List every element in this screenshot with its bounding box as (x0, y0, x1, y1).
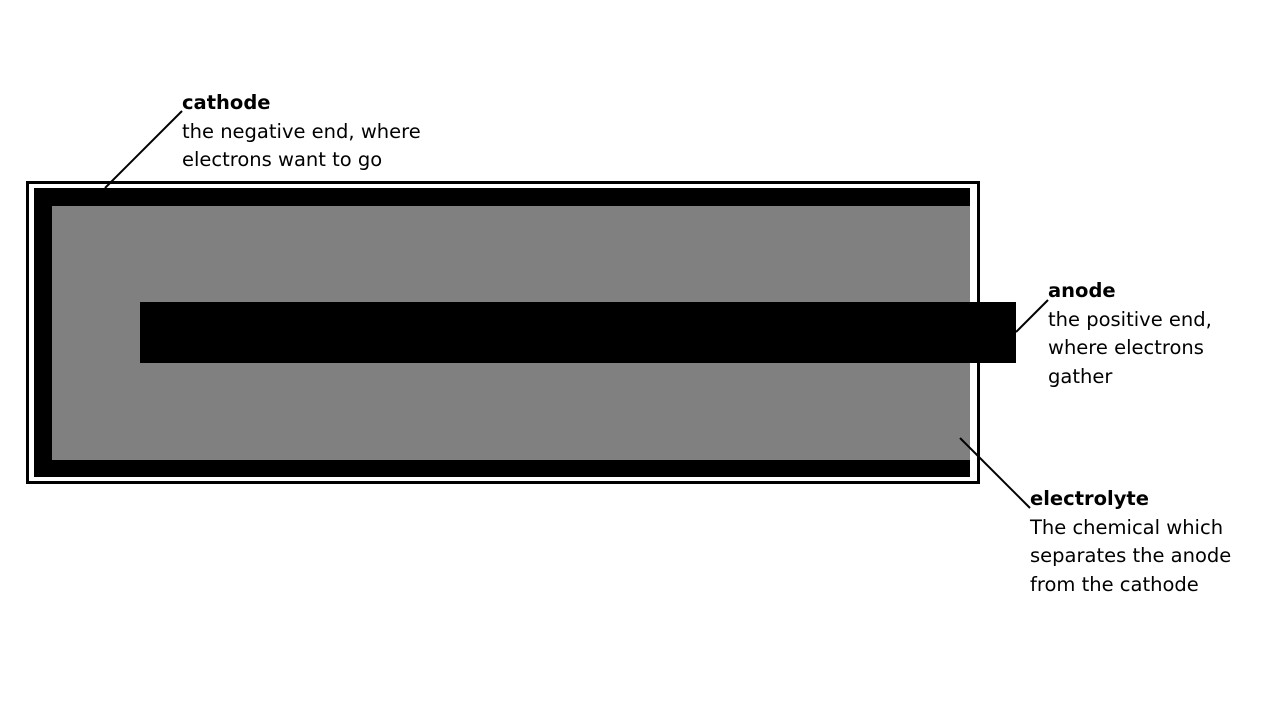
electrolyte-term: electrolyte (1030, 487, 1149, 510)
cathode-label: cathode the negative end, where electron… (182, 89, 421, 175)
anode-leader-line (1015, 299, 1049, 333)
electrolyte-desc-line: from the cathode (1030, 572, 1199, 596)
anode-desc-line: gather (1048, 364, 1113, 388)
anode-electrode (140, 302, 1016, 363)
electrolyte-label: electrolyte The chemical which separates… (1030, 485, 1231, 599)
electrolyte-desc-line: separates the anode (1030, 544, 1232, 567)
cathode-desc-line: the negative end, where (182, 119, 421, 143)
anode-desc-line: where electrons (1048, 336, 1204, 359)
cathode-desc-line: electrons want to go (182, 148, 383, 171)
electrolyte-desc-line: The chemical which (1030, 515, 1224, 539)
anode-term: anode (1048, 279, 1116, 302)
anode-desc-line: the positive end, (1048, 307, 1212, 331)
anode-label: anode the positive end, where electrons … (1048, 277, 1212, 391)
cathode-leader-line (104, 110, 183, 189)
cathode-term: cathode (182, 91, 271, 114)
electrolyte-leader-line (959, 437, 1031, 509)
